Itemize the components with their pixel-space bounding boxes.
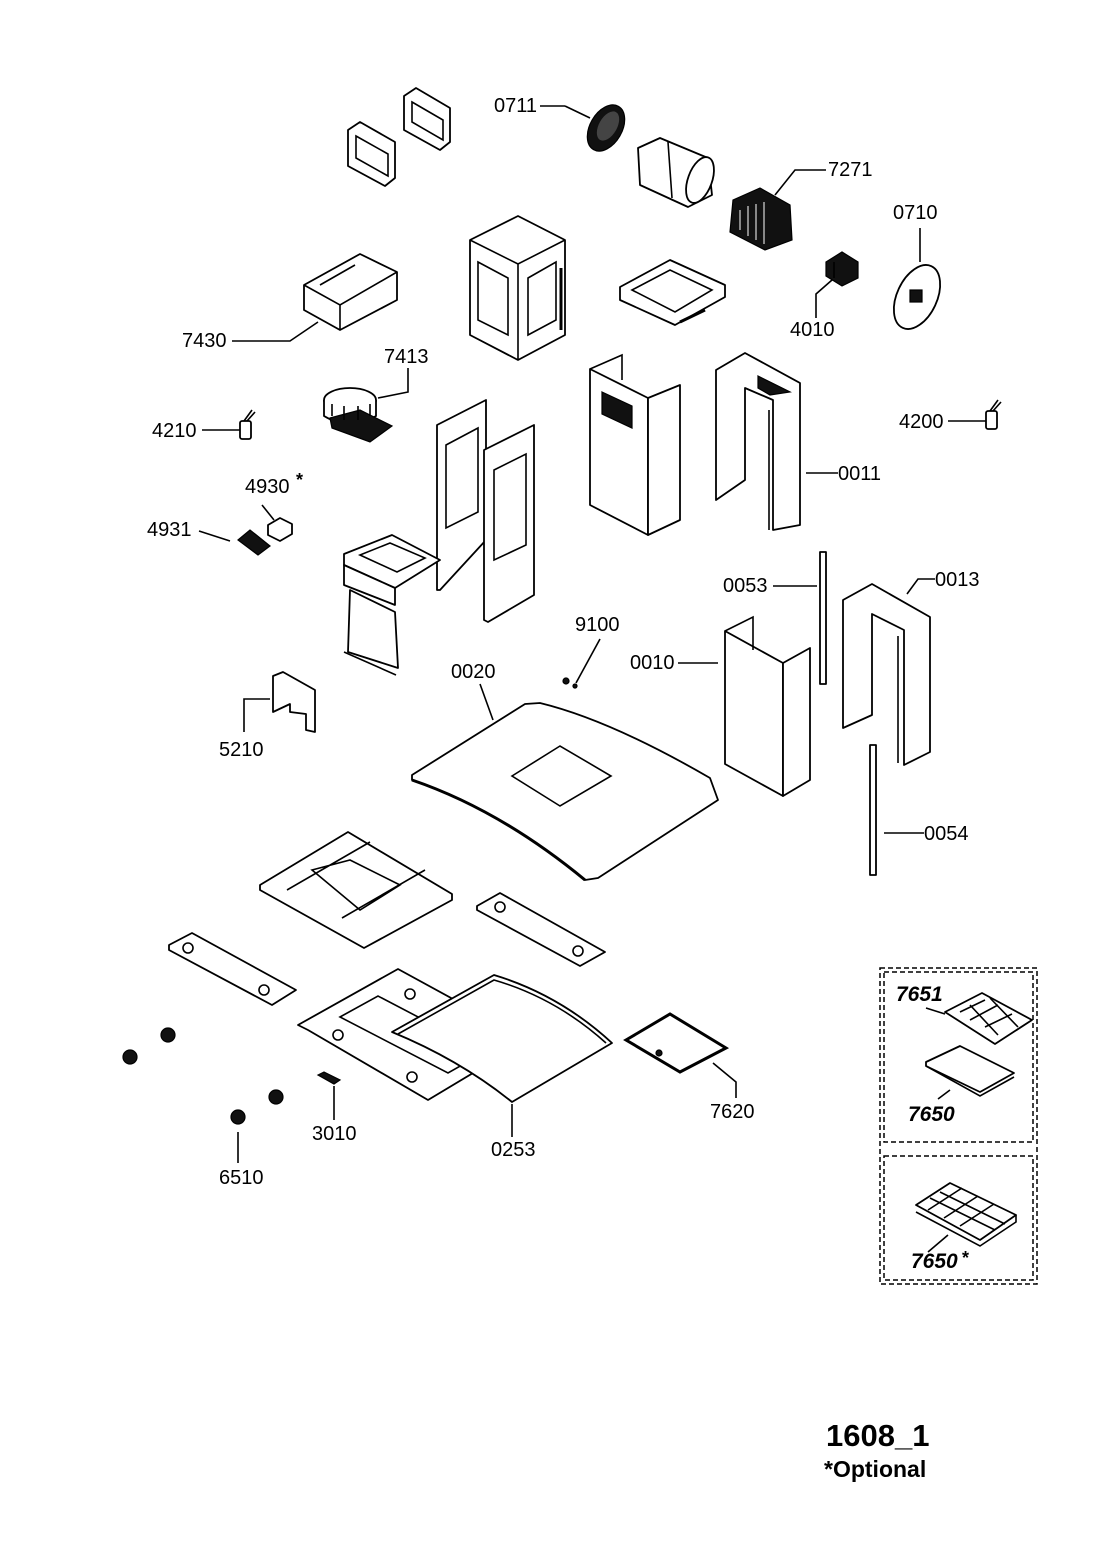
part-4931-shape [237, 529, 271, 556]
part-label-7651[interactable]: 7651 [896, 983, 943, 1006]
part-label-7430[interactable]: 7430 [182, 330, 227, 352]
part-label-0053[interactable]: 0053 [723, 575, 768, 597]
mounting-ring [619, 259, 726, 326]
part-0053-shape [819, 551, 827, 685]
part-6510-shapes [122, 1027, 284, 1125]
part-7650-alt-shape [915, 1182, 1017, 1247]
part-label-0054[interactable]: 0054 [924, 823, 969, 845]
part-label-7413[interactable]: 7413 [384, 346, 429, 368]
part-0013-shape [842, 583, 931, 766]
optional-marker: * [296, 470, 304, 490]
optional-marker-filter: * [962, 1248, 970, 1268]
part-0020-shape [411, 702, 719, 882]
part-label-4931[interactable]: 4931 [147, 519, 192, 541]
part-label-0710[interactable]: 0710 [893, 202, 938, 224]
part-label-3010[interactable]: 3010 [312, 1123, 357, 1145]
part-label-7650[interactable]: 7650 [908, 1103, 955, 1126]
optional-footnote: *Optional [824, 1456, 927, 1482]
side-trim-left [168, 932, 297, 1006]
mount-bracket [343, 534, 441, 676]
part-label-0013[interactable]: 0013 [935, 569, 980, 591]
part-7620-shape [623, 1012, 730, 1074]
part-label-4200[interactable]: 4200 [899, 411, 944, 433]
part-0253-shape [391, 974, 613, 1103]
filter-options-box [879, 967, 1038, 1285]
part-label-4930[interactable]: 4930 [245, 476, 290, 498]
part-label-0020[interactable]: 0020 [451, 661, 496, 683]
part-7650-shape [925, 1045, 1015, 1097]
part-7430-shape [303, 253, 398, 331]
part-5210-shape [272, 671, 316, 733]
blower-housing [637, 137, 715, 208]
part-label-7650-optional[interactable]: 7650 [911, 1250, 958, 1273]
part-3010-shape [316, 1071, 342, 1085]
inner-side-panels [436, 399, 535, 623]
part-0010-shape [724, 615, 811, 797]
drawing-code: 1608_1 [826, 1418, 930, 1453]
part-label-6510[interactable]: 6510 [219, 1167, 264, 1189]
part-4930-shape [267, 517, 293, 542]
inner-bottom-panel [259, 831, 453, 949]
upper-chimney-front [589, 353, 681, 536]
part-label-0010[interactable]: 0010 [630, 652, 675, 674]
part-label-7271[interactable]: 7271 [828, 159, 873, 181]
gasket-frame-2 [403, 87, 451, 151]
part-4010-shape [825, 251, 859, 287]
part-0054-shape [869, 744, 877, 876]
part-0011-shape [715, 352, 801, 531]
part-4200-shape [985, 399, 1002, 430]
part-label-5210[interactable]: 5210 [219, 739, 264, 761]
part-label-4010[interactable]: 4010 [790, 319, 835, 341]
internal-frame [469, 215, 566, 361]
part-label-7620[interactable]: 7620 [710, 1101, 755, 1123]
part-0711-shape [586, 104, 626, 152]
part-label-9100[interactable]: 9100 [575, 614, 620, 636]
side-trim-right [476, 892, 606, 967]
part-7651-shape [944, 992, 1033, 1045]
part-7413-shape [323, 387, 394, 443]
part-9100-shape [562, 677, 578, 689]
part-label-0253[interactable]: 0253 [491, 1139, 536, 1161]
part-label-0711[interactable]: 0711 [494, 95, 538, 117]
gasket-frame-1 [347, 121, 396, 187]
part-0710-shape [892, 264, 942, 330]
part-label-4210[interactable]: 4210 [152, 420, 197, 442]
part-4210-shape [239, 409, 256, 440]
part-7271-shape [729, 187, 793, 251]
part-label-0011[interactable]: 0011 [838, 463, 882, 485]
